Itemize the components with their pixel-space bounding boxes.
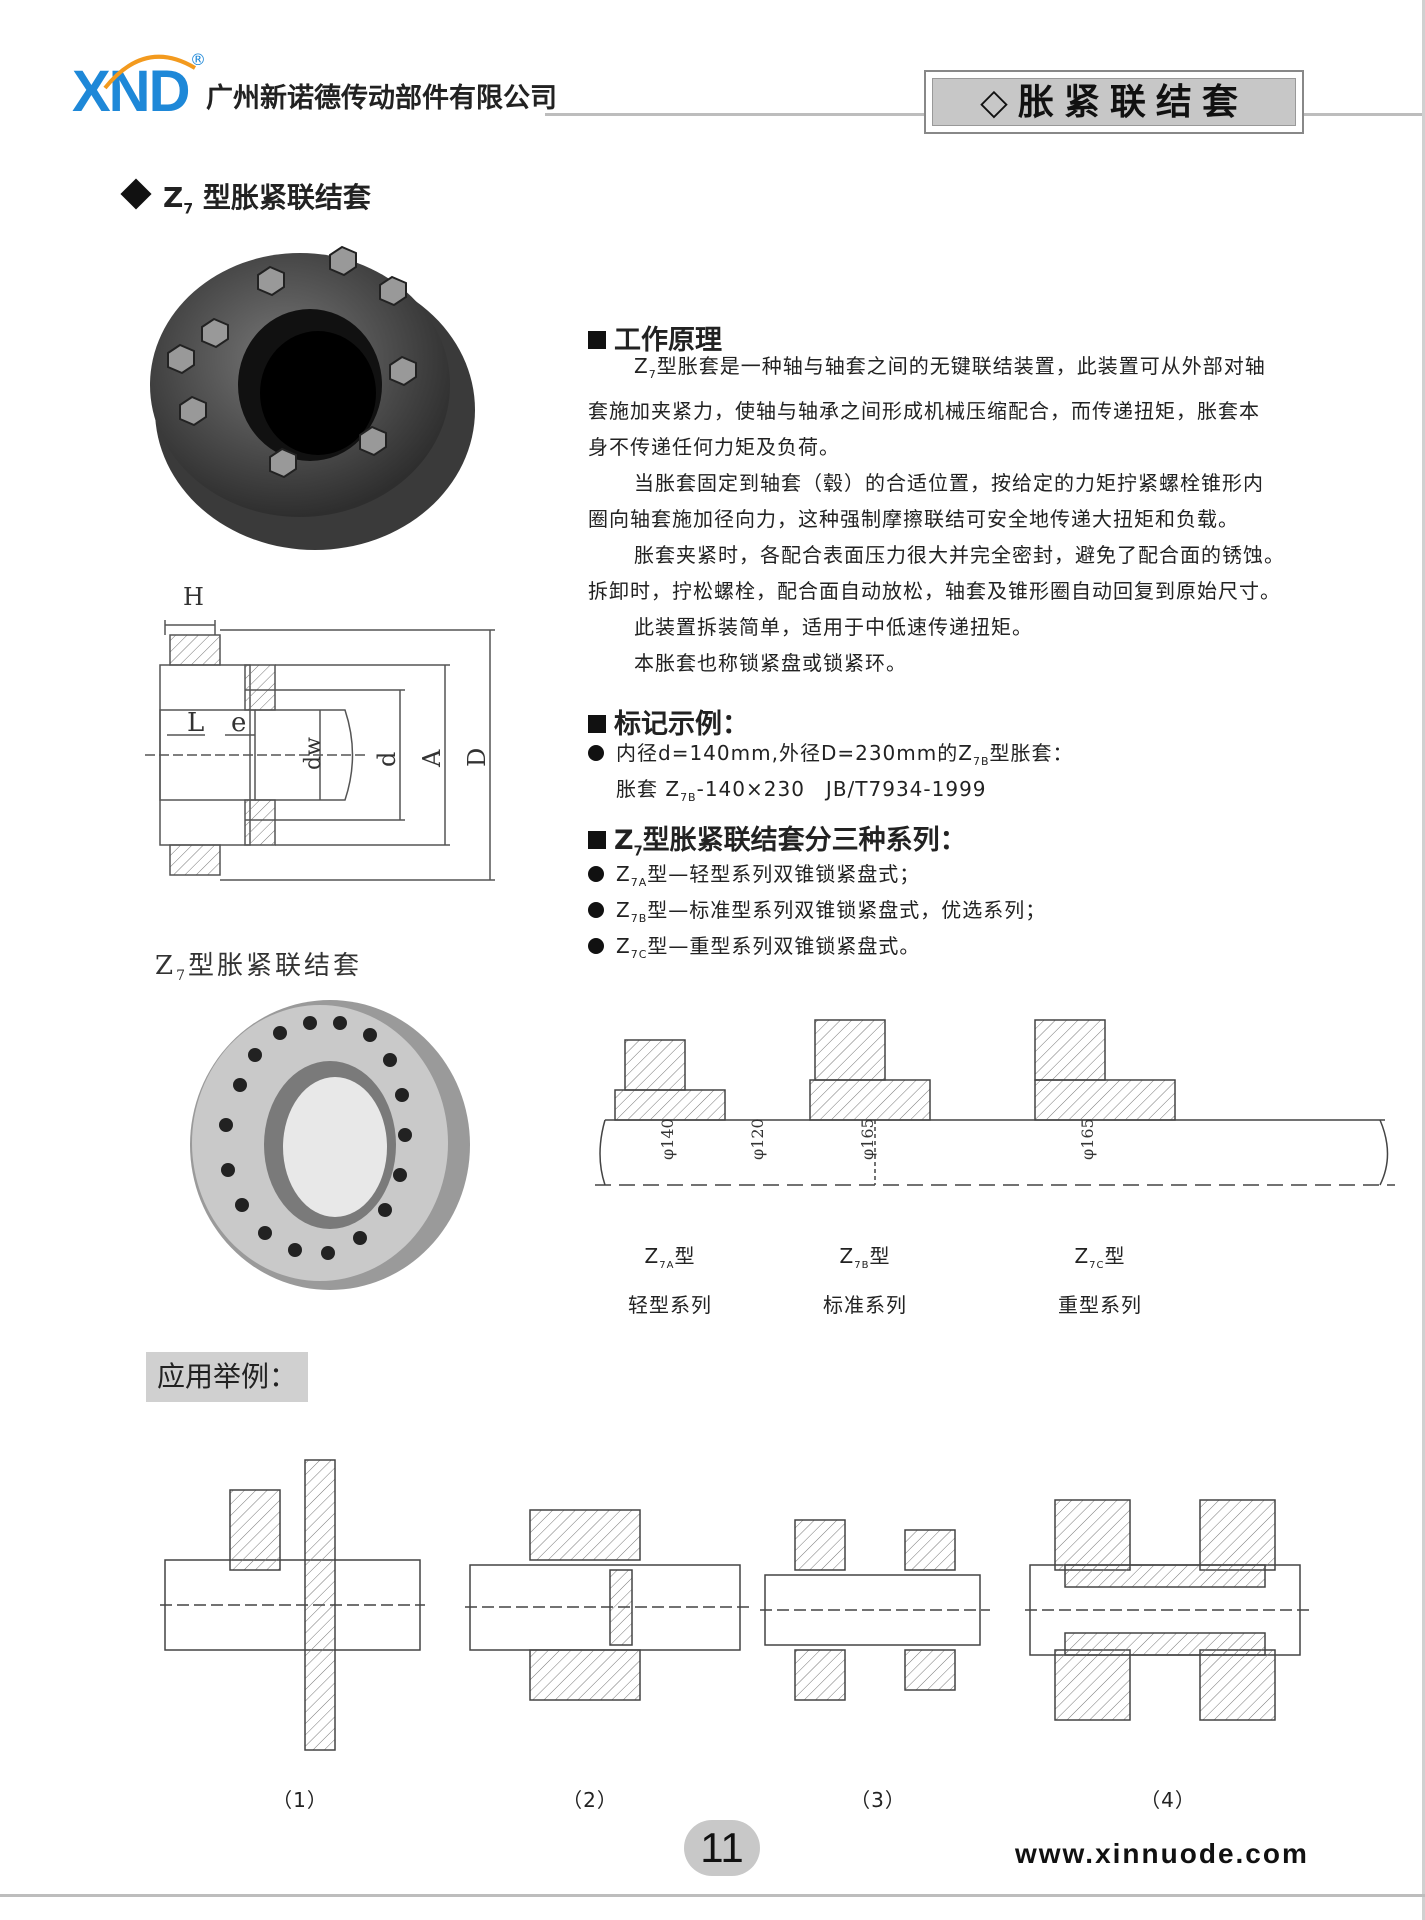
bullet-dot-icon xyxy=(588,866,604,882)
square-bullet-icon xyxy=(588,715,606,733)
bullet-dot-icon xyxy=(588,938,604,954)
series-item-7b: Z7B型—标准型系列双锥锁紧盘式，优选系列； xyxy=(588,892,1046,937)
dim-label-A: A xyxy=(418,749,446,768)
dim-label-L: L xyxy=(187,708,204,738)
type-series-7b: 标准系列 xyxy=(823,1293,907,1317)
type-label-7c: Z7C型 xyxy=(1074,1244,1126,1271)
principle-body: Z7型胀套是一种轴与轴套之间的无键联结装置，此装置可从外部对轴 套施加夹紧力，使… xyxy=(588,354,1285,675)
application-label-1: （1） xyxy=(272,1788,328,1812)
square-bullet-icon xyxy=(588,831,606,849)
page-title: ◇胀紧联结套 xyxy=(932,78,1296,126)
dim-label-e: e xyxy=(231,708,246,738)
page-number: 11 xyxy=(684,1820,760,1876)
principle-heading: 工作原理 xyxy=(588,318,722,357)
registered-mark: ® xyxy=(190,50,206,69)
bullet-dot-icon xyxy=(588,902,604,918)
series-types-drawing: φ140 φ120 φ165 φ165 xyxy=(595,1019,1395,1186)
dim-phi-140: φ140 xyxy=(658,1118,677,1160)
dim-label-dw: dw xyxy=(301,737,326,770)
marking-bullet: 内径d=140mm,外径D=230mm的Z7B型胀套： xyxy=(588,735,1074,780)
dim-label-d: d xyxy=(373,752,401,767)
page-edge-rule xyxy=(1422,0,1425,1920)
product-photo-silver xyxy=(190,1000,470,1290)
product-photo-dark xyxy=(150,245,475,550)
application-label-2: （2） xyxy=(562,1788,618,1812)
footer-rule xyxy=(0,1894,1425,1897)
series-item-7c: Z7C型—重型系列双锥锁紧盘式。 xyxy=(588,928,920,973)
series-item-7a: Z7A型—轻型系列双锥锁紧盘式； xyxy=(588,856,920,901)
type-label-7a: Z7A型 xyxy=(644,1244,696,1271)
square-bullet-icon xyxy=(588,331,606,349)
diamond-icon xyxy=(120,178,152,210)
dim-phi-120: φ120 xyxy=(748,1118,767,1160)
type-series-7c: 重型系列 xyxy=(1058,1293,1142,1317)
application-heading: 应用举例： xyxy=(146,1352,308,1402)
series-heading: Z7型胀紧联结套分三种系列： xyxy=(588,818,967,859)
drawing-caption: Z7型胀紧联结套 xyxy=(155,951,363,985)
marking-heading: 标记示例： xyxy=(588,702,749,741)
dim-label-H: H xyxy=(183,583,204,611)
page-title-box: ◇胀紧联结套 xyxy=(924,70,1304,134)
type-label-7b: Z7B型 xyxy=(839,1244,891,1271)
cross-section-drawing: H L e dw d A D xyxy=(145,583,495,881)
application-label-4: （4） xyxy=(1140,1788,1196,1812)
dim-label-D: D xyxy=(463,748,491,767)
marking-example: 胀套 Z7B-140×230 JB/T7934-1999 xyxy=(616,777,987,804)
logo-swoosh-icon xyxy=(103,54,197,90)
section-title: Z7 型胀紧联结套 xyxy=(120,176,371,218)
website-link[interactable]: www.xinnuode.com xyxy=(1015,1838,1309,1869)
bullet-dot-icon xyxy=(588,745,604,761)
application-label-3: （3） xyxy=(850,1788,906,1812)
dim-phi-165-b: φ165 xyxy=(858,1118,877,1160)
type-series-7a: 轻型系列 xyxy=(628,1293,712,1317)
application-drawings xyxy=(160,1459,1310,1751)
dim-phi-165-c: φ165 xyxy=(1078,1118,1097,1160)
brand-logo: XND xyxy=(72,59,190,124)
company-name: 广州新诺德传动部件有限公司 xyxy=(206,83,557,114)
